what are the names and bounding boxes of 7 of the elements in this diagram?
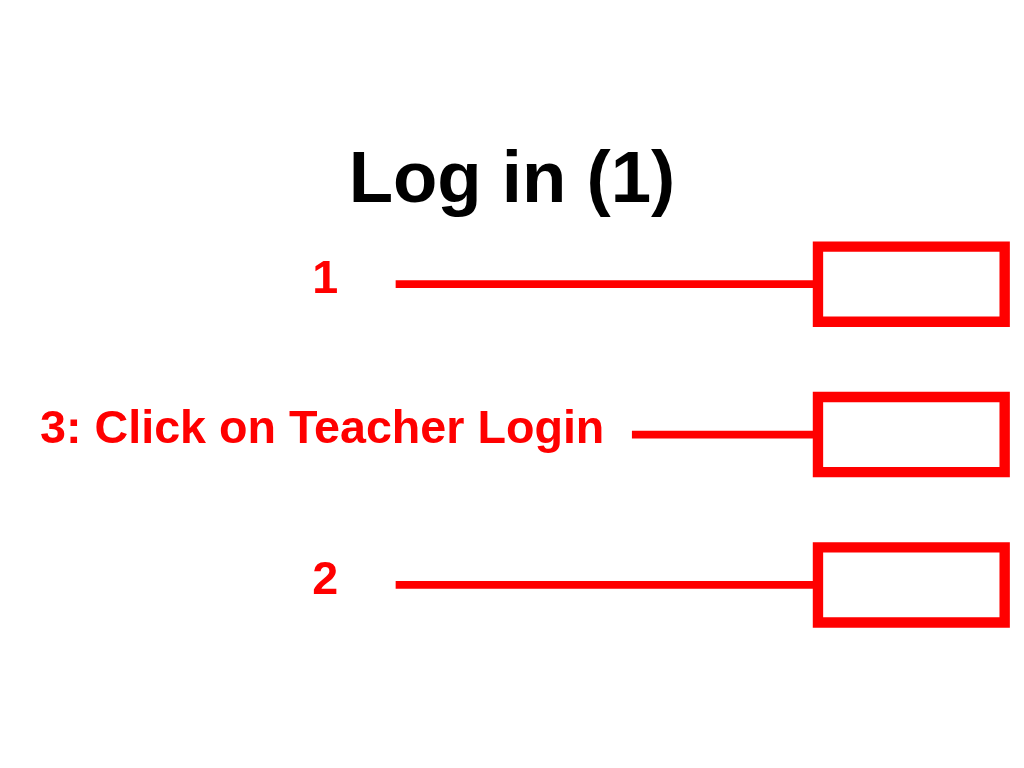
- node-box: [812, 241, 1010, 327]
- node-box: [812, 542, 1010, 628]
- node-box: [812, 391, 1010, 478]
- node-text: 1: [312, 250, 339, 303]
- node-text: 2: [312, 551, 339, 604]
- node-text: 3: Click on Teacher Login: [40, 401, 605, 454]
- diagram-title: Log in (1): [348, 136, 676, 218]
